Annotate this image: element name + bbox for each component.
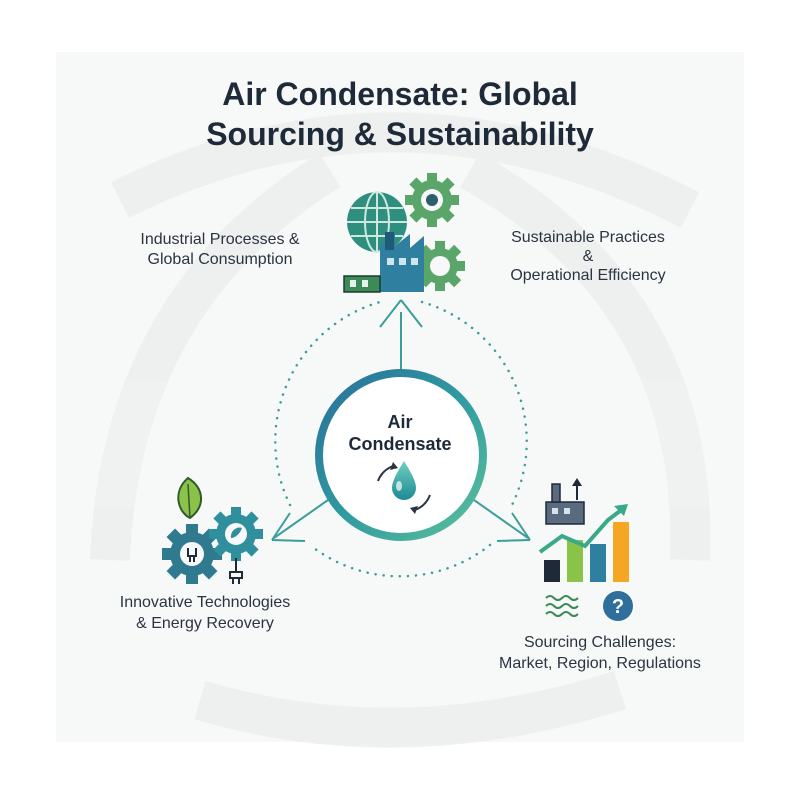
arrow-left <box>273 499 329 539</box>
arrow-left-head-b <box>271 539 306 542</box>
node-top-left-line-2: Global Consumption <box>147 251 293 268</box>
title-line-1: Air Condensate: Global <box>222 76 578 112</box>
title-line-2: Sourcing & Sustainability <box>206 116 594 152</box>
arrow-top-head-right <box>400 299 423 328</box>
node-top-right-line-1: Sustainable Practices <box>511 229 665 246</box>
arrow-left-head-a <box>271 512 291 541</box>
node-bottom-right-line-2: Market, Region, Regulations <box>499 655 701 672</box>
node-top-right-line-3: Operational Efficiency <box>510 267 666 284</box>
water-drop-cycle-icon <box>377 461 431 514</box>
center-ring <box>315 369 487 541</box>
node-bottom-right-line-1: Sourcing Challenges: <box>523 634 677 651</box>
arrow-right-head-b <box>496 539 531 542</box>
node-top-right-line-2: & <box>582 248 594 265</box>
globe-factory-gears-icon <box>343 173 465 293</box>
dotted-orbit <box>274 300 528 578</box>
arrow-top-head-left <box>379 299 402 328</box>
node-bottom-left-line-2: & Energy Recovery <box>136 615 274 632</box>
node-bottom-left-line-1: Innovative Technologies <box>119 594 291 611</box>
svg-text:?: ? <box>612 596 624 618</box>
connector-arrows <box>271 299 531 542</box>
factory-bar-chart-question-icon: ? <box>538 478 633 621</box>
center-label-line-1: Air <box>387 412 413 432</box>
center-label-line-2: Condensate <box>348 434 452 454</box>
arrow-right-head-a <box>511 512 531 541</box>
leaf-gears-plug-icon <box>162 476 263 584</box>
node-top-left-line-1: Industrial Processes & <box>140 231 300 248</box>
arrow-right <box>473 499 529 539</box>
